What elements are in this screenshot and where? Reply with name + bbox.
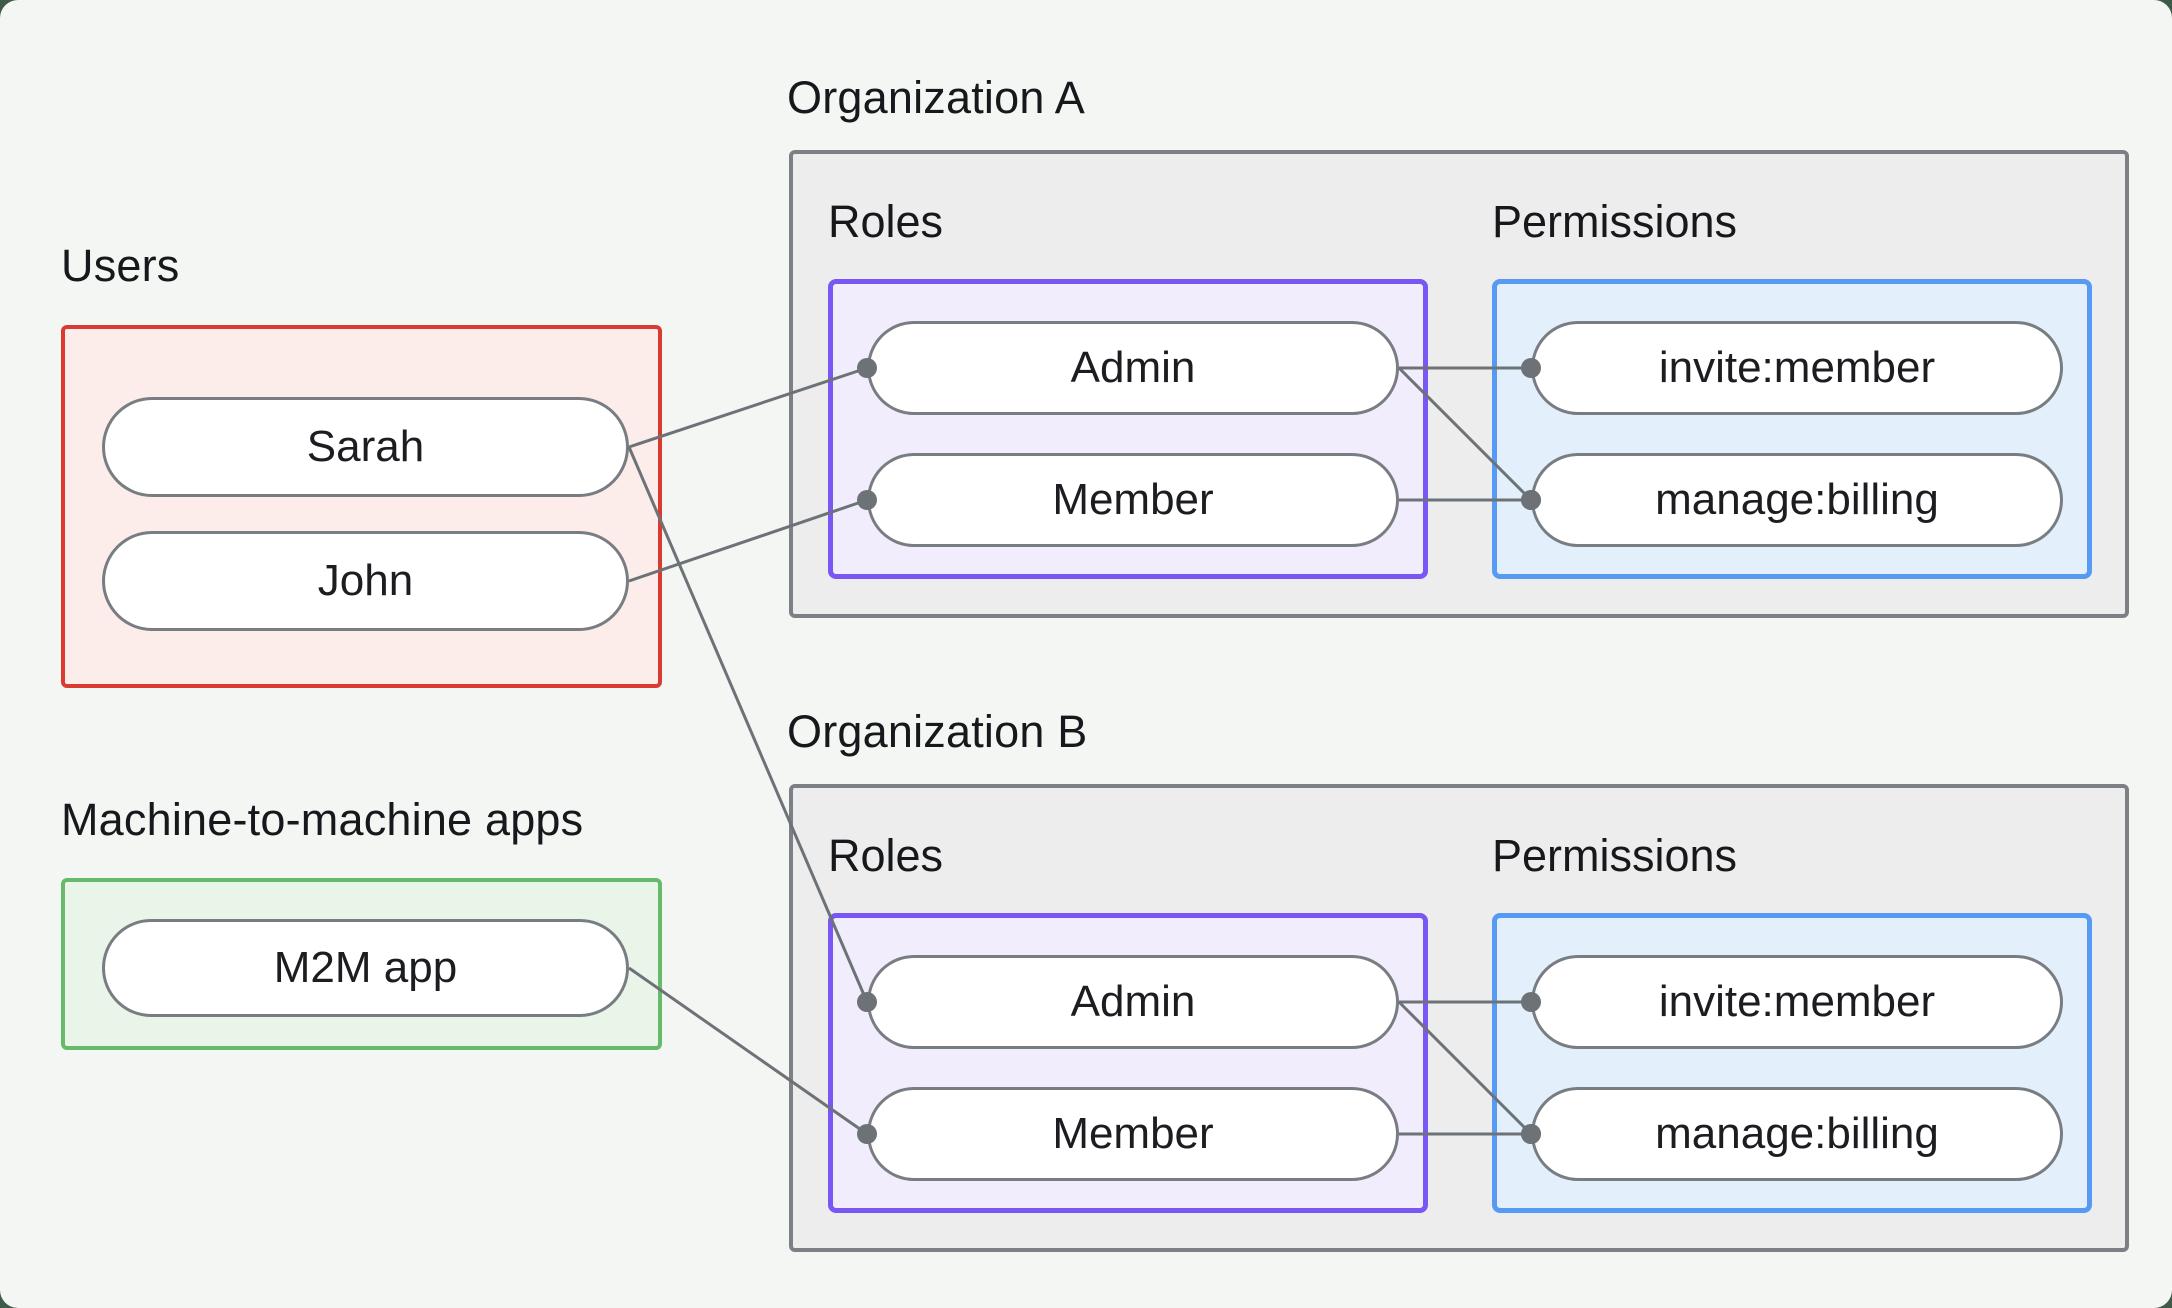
m2m-section-label: Machine-to-machine apps xyxy=(61,794,584,845)
role-node-admin: Admin xyxy=(867,321,1399,415)
org-a-roles-box: Admin Member xyxy=(828,279,1428,579)
org-a-roles-label: Roles xyxy=(828,196,944,247)
org-b-roles-label: Roles xyxy=(828,830,944,881)
role-node-member: Member xyxy=(867,453,1399,547)
permission-node-invite-member: invite:member xyxy=(1531,321,2063,415)
org-b-box: Roles Permissions Admin Member invite:me… xyxy=(789,784,2129,1252)
m2m-group-box: M2M app xyxy=(61,878,662,1050)
permission-node-manage-billing: manage:billing xyxy=(1531,453,2063,547)
role-node-admin: Admin xyxy=(867,955,1399,1049)
org-b-roles-box: Admin Member xyxy=(828,913,1428,1213)
m2m-app-node: M2M app xyxy=(102,919,629,1017)
permission-node-invite-member: invite:member xyxy=(1531,955,2063,1049)
org-a-permissions-label: Permissions xyxy=(1492,196,1738,247)
org-b-permissions-box: invite:member manage:billing xyxy=(1492,913,2092,1213)
user-node-john: John xyxy=(102,531,629,631)
org-a-permissions-box: invite:member manage:billing xyxy=(1492,279,2092,579)
role-node-member: Member xyxy=(867,1087,1399,1181)
org-b-permissions-label: Permissions xyxy=(1492,830,1738,881)
permission-node-manage-billing: manage:billing xyxy=(1531,1087,2063,1181)
users-group-box: Sarah John xyxy=(61,325,662,688)
org-a-title: Organization A xyxy=(787,72,1085,123)
users-section-label: Users xyxy=(61,240,180,291)
org-a-box: Roles Permissions Admin Member invite:me… xyxy=(789,150,2129,618)
user-node-sarah: Sarah xyxy=(102,397,629,497)
org-b-title: Organization B xyxy=(787,706,1088,757)
